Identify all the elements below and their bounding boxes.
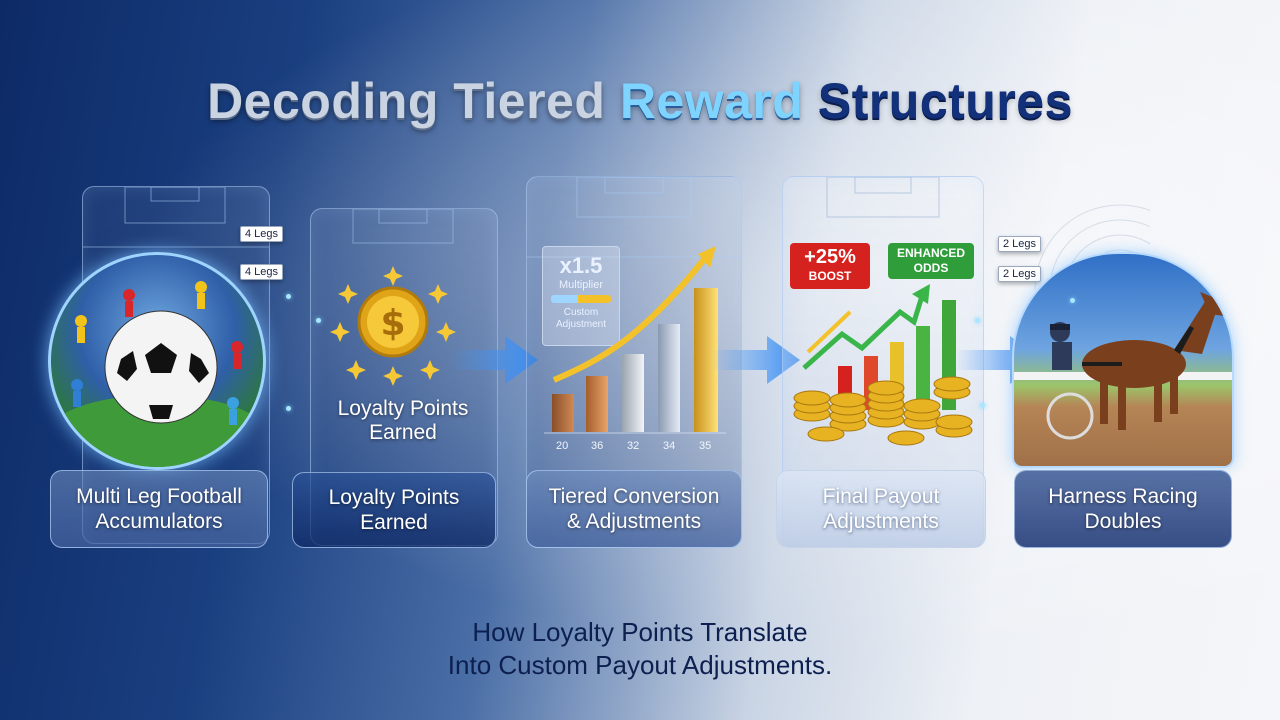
- legs-tag-left-2: 4 Legs: [240, 264, 284, 280]
- connector-dot: [286, 406, 291, 411]
- payout-chart: [793, 284, 973, 446]
- axis-label-5: 35: [699, 440, 712, 452]
- stage-caption-conversion: Tiered Conversion & Adjustments: [526, 470, 742, 548]
- multiplier-bar: [551, 295, 611, 303]
- subtitle-line-2: Into Custom Payout Adjustments.: [447, 650, 833, 680]
- subtitle: How Loyalty Points Translate Into Custom…: [0, 616, 1280, 682]
- stage-caption-harness: Harness Racing Doubles: [1014, 470, 1232, 548]
- subtitle-line-1: How Loyalty Points Translate: [472, 617, 808, 647]
- tier-bar-2: [586, 376, 608, 432]
- stage-caption-football: Multi Leg Football Accumulators: [50, 470, 268, 548]
- enhanced-line-1: ENHANCED: [896, 246, 965, 260]
- adjustment-line-1: Custom: [563, 307, 599, 318]
- legs-tag-left-1: 4 Legs: [240, 226, 284, 242]
- stage-label-payout-1: Final Payout: [822, 485, 940, 508]
- decorative-rings: [1034, 204, 1150, 290]
- flow-arrow-2: [712, 336, 800, 384]
- stage-label-loyalty-2: Earned: [360, 511, 428, 534]
- tier-bar-1: [552, 394, 574, 432]
- stage-caption-loyalty: Loyalty Points Earned: [292, 472, 496, 548]
- stage-label-harness-1: Harness Racing: [1048, 485, 1198, 508]
- tier-bar-3: [622, 354, 644, 432]
- pitch-lines: [83, 187, 269, 248]
- title-part-1: Decoding Tiered: [207, 73, 606, 129]
- flow-arrow-1: [450, 336, 538, 384]
- tier-bar-chart: [544, 246, 726, 434]
- stage-label-football-2: Accumulators: [95, 510, 223, 533]
- multiplier-card: x1.5 Multiplier Custom Adjustment: [542, 246, 620, 346]
- axis-label-4: 34: [663, 440, 676, 452]
- multiplier-label: Multiplier: [558, 279, 603, 291]
- enhanced-odds-badge: ENHANCED ODDS: [888, 243, 974, 279]
- page-title: Decoding Tiered Reward Structures: [0, 72, 1280, 130]
- legs-tag-right-2: 2 Legs: [998, 266, 1042, 282]
- coin-caption-1: Loyalty Points: [337, 397, 469, 420]
- axis-label-1: 20: [556, 440, 569, 452]
- stage-label-loyalty-1: Loyalty Points: [328, 486, 460, 509]
- connector-dot: [316, 318, 321, 323]
- football-image: [48, 252, 266, 470]
- legs-tag-right-1: 2 Legs: [998, 236, 1042, 252]
- axis-label-3: 32: [627, 440, 640, 452]
- pitch-lines: [352, 209, 454, 244]
- title-part-3: Structures: [817, 73, 1073, 129]
- stage-label-harness-2: Doubles: [1084, 510, 1162, 533]
- boost-value: +25%: [804, 246, 856, 268]
- title-part-2: Reward: [619, 73, 804, 129]
- enhanced-line-2: ODDS: [913, 261, 949, 275]
- stage-label-payout-2: Adjustments: [823, 510, 939, 533]
- tier-bar-4: [658, 324, 680, 432]
- coin-stacks: [793, 376, 973, 446]
- harness-racing-image: [1012, 252, 1234, 468]
- growth-arrow: [552, 256, 708, 383]
- stage-label-football-1: Multi Leg Football: [76, 485, 242, 508]
- pitch-lines: [826, 177, 940, 218]
- boost-badge: +25% BOOST: [790, 243, 870, 289]
- coin-caption-2: Earned: [369, 421, 437, 444]
- axis-label-2: 36: [591, 440, 604, 452]
- connector-dot: [286, 294, 291, 299]
- adjustment-line-2: Adjustment: [555, 319, 607, 330]
- multiplier-value: x1.5: [559, 253, 603, 278]
- stage-label-conversion-1: Tiered Conversion: [548, 485, 720, 508]
- svg-text:$: $: [380, 303, 405, 344]
- stage-label-conversion-2: & Adjustments: [566, 510, 702, 533]
- connector-dot: [980, 403, 985, 408]
- stage-caption-payout: Final Payout Adjustments: [776, 470, 986, 548]
- gold-coin-icon: $: [330, 262, 456, 388]
- boost-label: BOOST: [808, 269, 852, 283]
- payout-trend-arrow: [802, 295, 925, 370]
- connector-dot: [975, 318, 980, 323]
- connector-dot: [1070, 298, 1075, 303]
